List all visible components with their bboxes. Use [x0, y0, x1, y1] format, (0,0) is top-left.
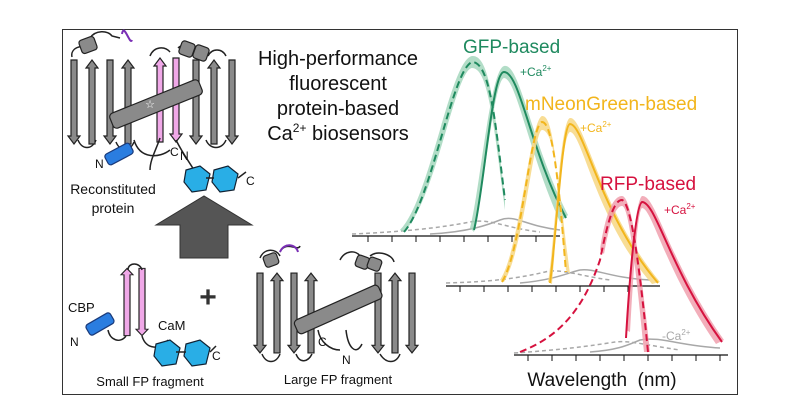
large-c-label: C: [318, 335, 327, 349]
gfp-solid-line: [473, 70, 567, 231]
large-fp-fragment: ☆ C N Large FP fragment: [253, 244, 419, 387]
emission-spectra: GFP-based +Ca2+ mNeonGreen-based +Ca2+ R…: [351, 37, 728, 391]
minus-ca-label: -Ca2+: [662, 328, 691, 343]
reconstituted-label-2: protein: [92, 200, 135, 216]
reconstituted-protein: ☆ N C N C Reconstituted protein: [67, 29, 255, 216]
c-term-label-2: C: [246, 174, 255, 188]
purple-linker: [121, 29, 133, 42]
mng-ticks: [459, 286, 629, 292]
rfp-solid-line: [625, 200, 723, 343]
wavelength-axis-label: Wavelength (nm): [527, 370, 676, 391]
gfp-band-1: [400, 55, 505, 232]
gfp-minus-ca-dashed: [351, 220, 541, 235]
svg-text:☆: ☆: [145, 99, 155, 111]
mng-solid-line: [549, 122, 659, 284]
n-term-label-3: N: [180, 149, 189, 163]
small-fp-fragment: CBP CaM N C Small FP fragment: [68, 263, 221, 389]
gfp-minus-ca-solid: [429, 217, 561, 235]
cbp-block: [104, 142, 134, 166]
small-fragment-label: Small FP fragment: [96, 374, 204, 389]
gfp-band-2: [470, 65, 568, 232]
rfp-ca-label: +Ca2+: [664, 202, 696, 217]
mng-dashed-line: [501, 120, 567, 283]
figure-panel: [62, 29, 738, 395]
large-fragment-label: Large FP fragment: [284, 372, 393, 387]
plus-sign: +: [199, 281, 217, 314]
c-term-label: C: [170, 145, 179, 159]
mng-label: mNeonGreen-based: [525, 94, 697, 115]
mng-minus-ca-solid: [519, 269, 651, 284]
gfp-label: GFP-based: [463, 37, 560, 58]
title-line-2: fluorescent: [289, 73, 387, 95]
title-block: High-performance fluorescent protein-bas…: [258, 48, 418, 145]
rfp-label: RFP-based: [600, 174, 696, 195]
mng-band-1: [500, 115, 570, 282]
rfp-minus-ca-solid: [589, 338, 721, 353]
rfp-minus-ca-dashed: [513, 340, 681, 354]
mng-minus-ca-dashed: [445, 270, 611, 284]
svg-text:☆: ☆: [328, 319, 338, 331]
cam-label: CaM: [158, 318, 185, 333]
small-n-label: N: [70, 335, 79, 349]
gfp-ticks: [367, 236, 537, 242]
title-line-1: High-performance: [258, 48, 418, 70]
n-term-label: N: [95, 157, 104, 171]
small-c-label: C: [212, 349, 221, 363]
reconstitution-arrow: [154, 195, 254, 259]
title-line-4: Ca2+ biosensors: [267, 121, 409, 145]
gfp-ca-label: +Ca2+: [520, 64, 552, 79]
rfp-dashed-line: [519, 198, 649, 353]
rfp-ticks: [527, 355, 721, 361]
title-line-3: protein-based: [277, 98, 399, 120]
cbp-label: CBP: [68, 300, 95, 315]
cam-lobe-1: [183, 165, 211, 193]
mng-ca-label: +Ca2+: [580, 120, 612, 135]
cam-lobe-2: [211, 165, 239, 193]
reconstituted-label-1: Reconstituted: [70, 181, 156, 197]
large-n-label: N: [342, 353, 351, 367]
